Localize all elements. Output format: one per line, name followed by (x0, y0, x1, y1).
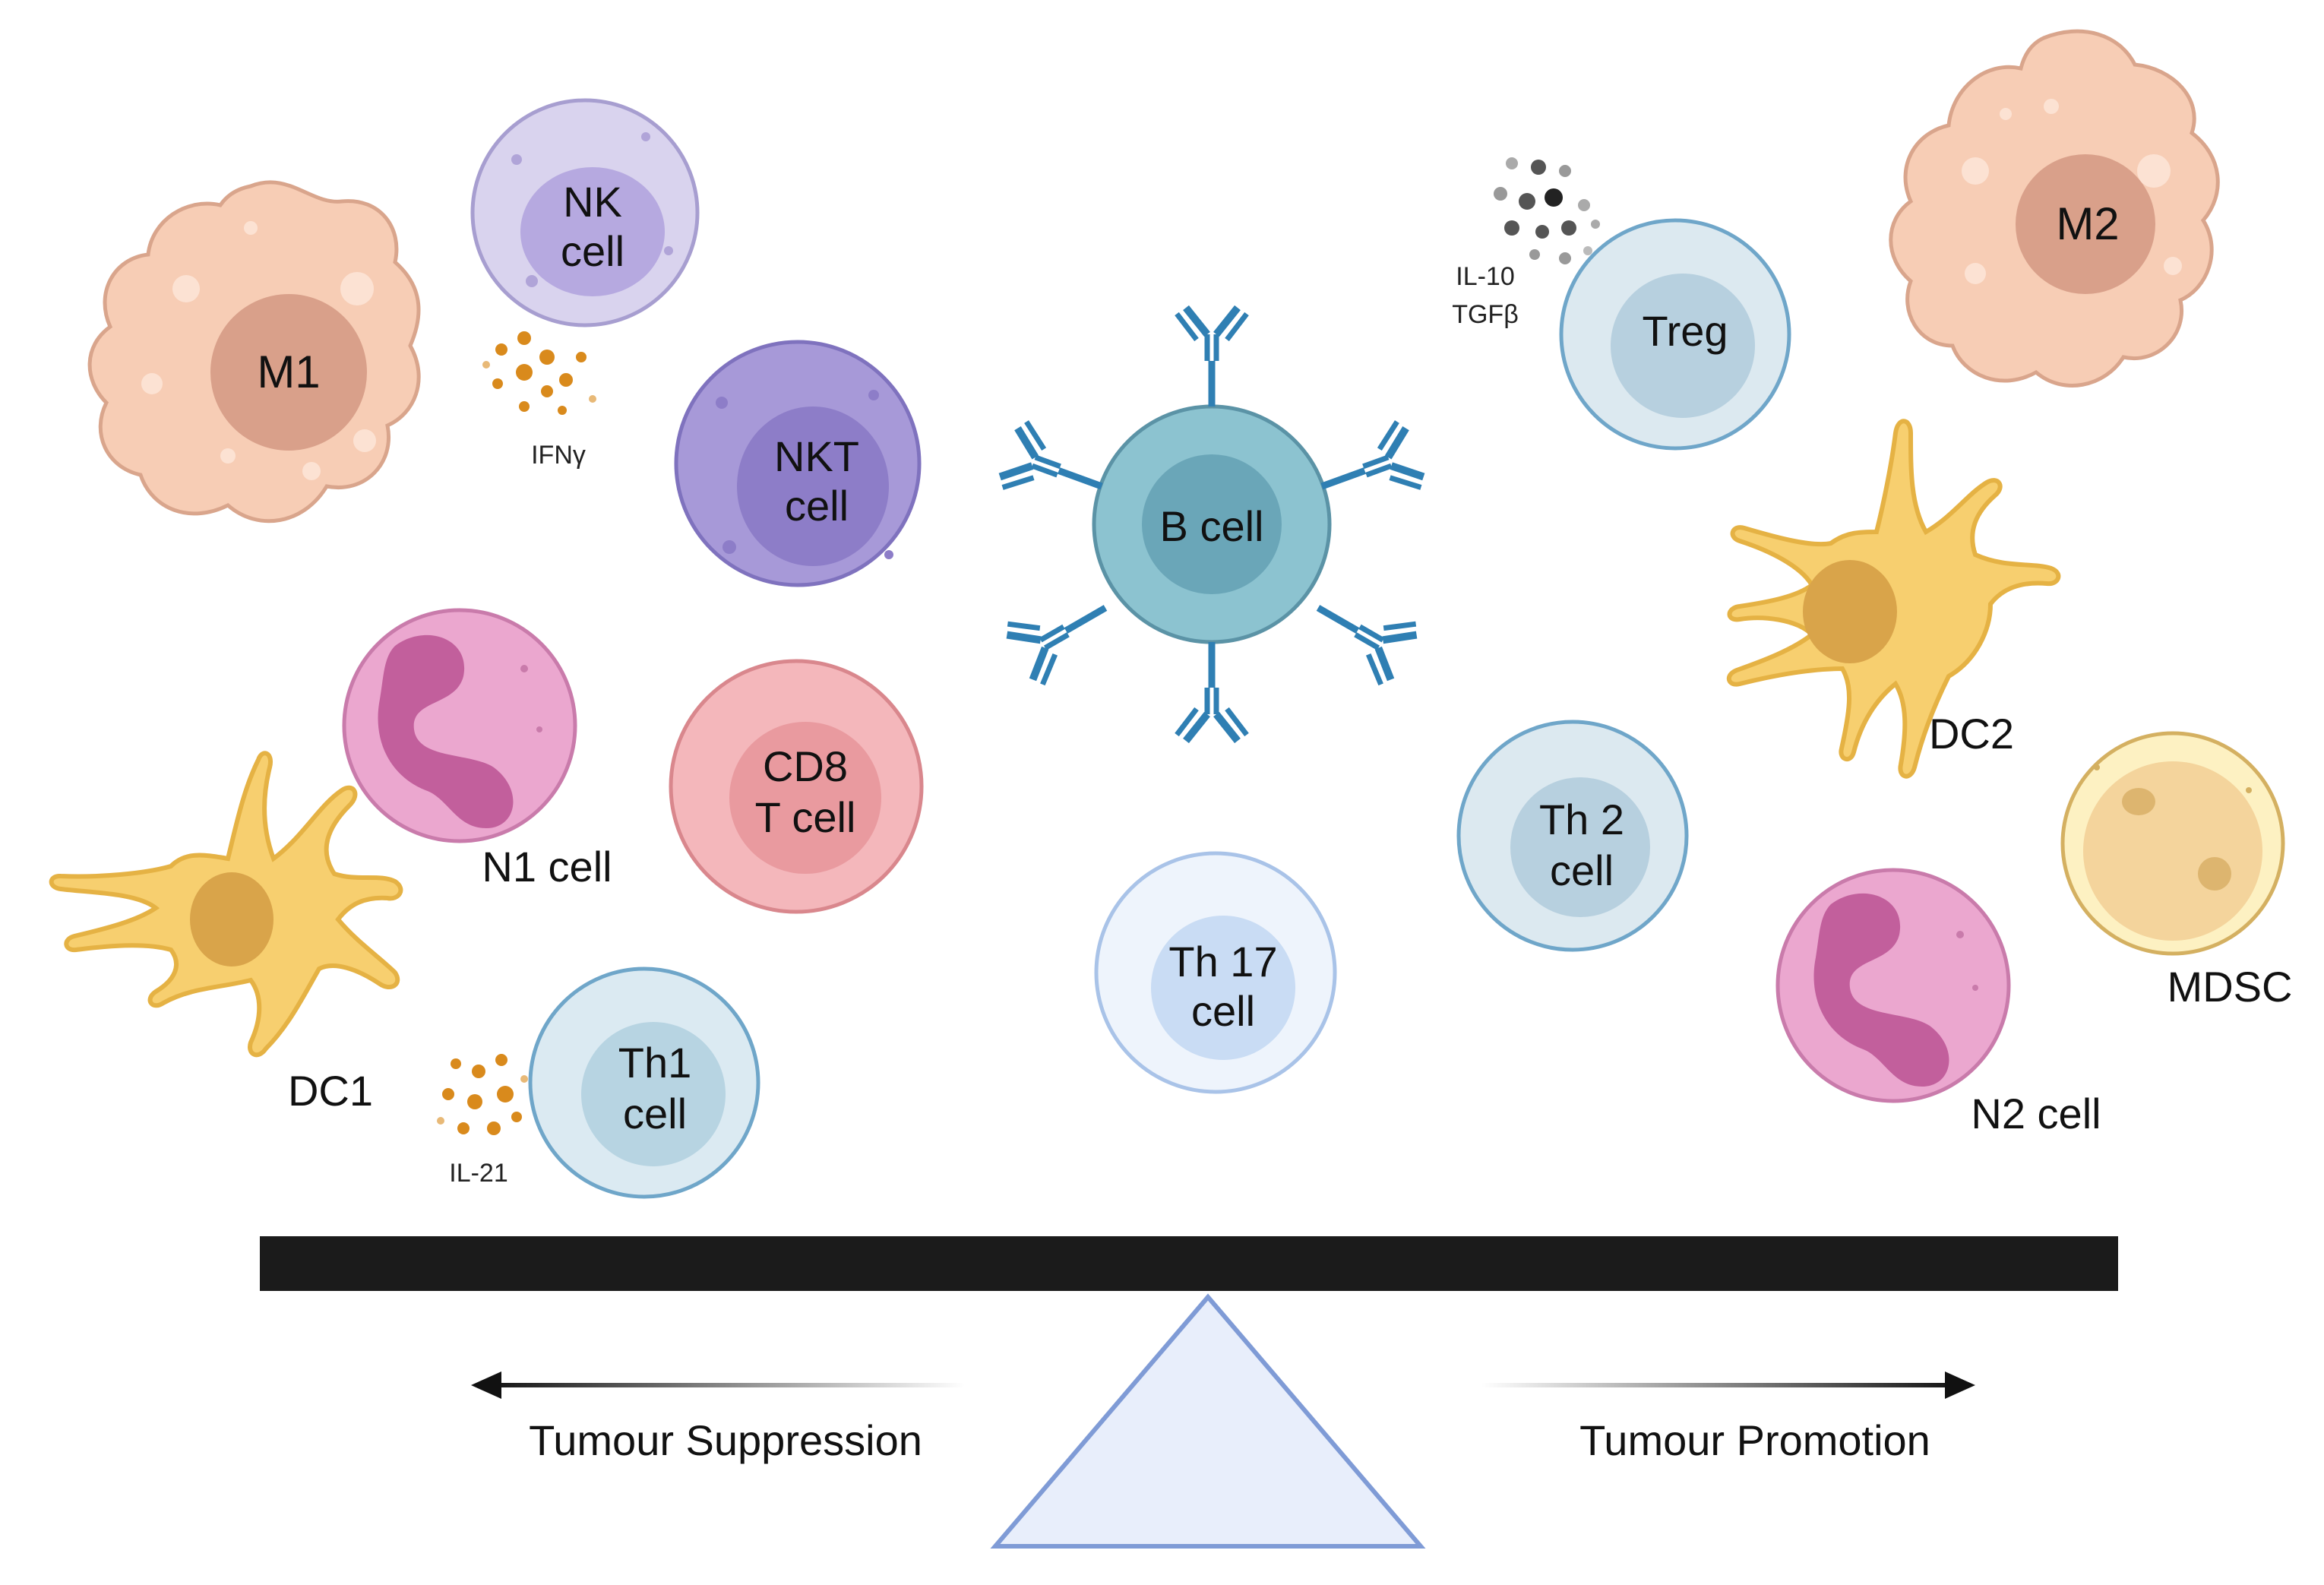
dc2-label: DC2 (1929, 710, 2014, 758)
treg-cell: Treg (1559, 218, 1791, 451)
n1-nucleus (378, 634, 514, 828)
th17-label-line1: Th 17 (1168, 938, 1277, 985)
dc2-dendritic-cell: DC2 (1727, 419, 2061, 779)
nkt-label-line2: cell (785, 482, 849, 530)
nkt-label-line1: NKT (774, 432, 859, 480)
nk-label-line2: cell (561, 227, 624, 275)
balance-fulcrum (990, 1293, 1426, 1549)
treg-label: Treg (1642, 307, 1728, 355)
th1-cell: Th1 cell (528, 967, 760, 1199)
tumour-promotion-arrow: Tumour Promotion (1481, 1371, 1975, 1464)
m2-label: M2 (2056, 198, 2119, 249)
il10-tgfb-cytokine-cluster: IL-10 TGFβ (1452, 157, 1600, 329)
cd8-label-line2: T cell (755, 793, 856, 841)
th1-label-line1: Th1 (618, 1039, 692, 1087)
tumour-suppression-label: Tumour Suppression (529, 1416, 922, 1464)
mdsc-label: MDSC (2167, 963, 2293, 1011)
cd8-t-cell: CD8 T cell (669, 659, 924, 914)
tgfb-label: TGFβ (1452, 300, 1519, 329)
balance-beam (260, 1236, 2118, 1291)
nkt-cell: NKT cell (674, 340, 922, 587)
m2-macrophage: M2 (1889, 29, 2220, 388)
ifn-label: IFNγ (531, 441, 586, 470)
cd8-label-line1: CD8 (763, 742, 848, 790)
n2-neutrophil: N2 cell (1775, 868, 2101, 1137)
nk-label-line1: NK (563, 178, 622, 226)
th2-label-line2: cell (1550, 846, 1614, 894)
n1-label: N1 cell (482, 843, 612, 891)
m1-label: M1 (257, 346, 320, 397)
nk-cell: NK cell (470, 98, 700, 327)
b-cell-label: B cell (1160, 502, 1264, 550)
dc1-label: DC1 (288, 1067, 373, 1115)
mdsc-cell: MDSC (2060, 731, 2293, 1011)
dc1-dendritic-cell: DC1 (49, 751, 403, 1115)
n1-neutrophil: N1 cell (342, 608, 612, 891)
th17-cell: Th 17 cell (1094, 851, 1337, 1094)
il21-cytokine-cluster: IL-21 (437, 1054, 528, 1188)
m1-macrophage: M1 (87, 180, 421, 524)
th1-label-line2: cell (623, 1090, 687, 1137)
tumour-suppression-arrow: Tumour Suppression (471, 1371, 965, 1464)
ifn-cytokine-cluster: IFNγ (482, 331, 596, 470)
il21-label: IL-21 (449, 1159, 508, 1188)
balance-scale (260, 1236, 2118, 1549)
th17-label-line2: cell (1191, 987, 1255, 1035)
n2-nucleus (1813, 893, 1949, 1087)
b-cell: B cell (997, 308, 1427, 741)
tumour-promotion-label: Tumour Promotion (1579, 1416, 1930, 1464)
th2-label-line1: Th 2 (1539, 796, 1624, 843)
n2-label: N2 cell (1971, 1090, 2101, 1137)
th2-cell: Th 2 cell (1456, 720, 1689, 952)
il10-label: IL-10 (1456, 262, 1515, 291)
